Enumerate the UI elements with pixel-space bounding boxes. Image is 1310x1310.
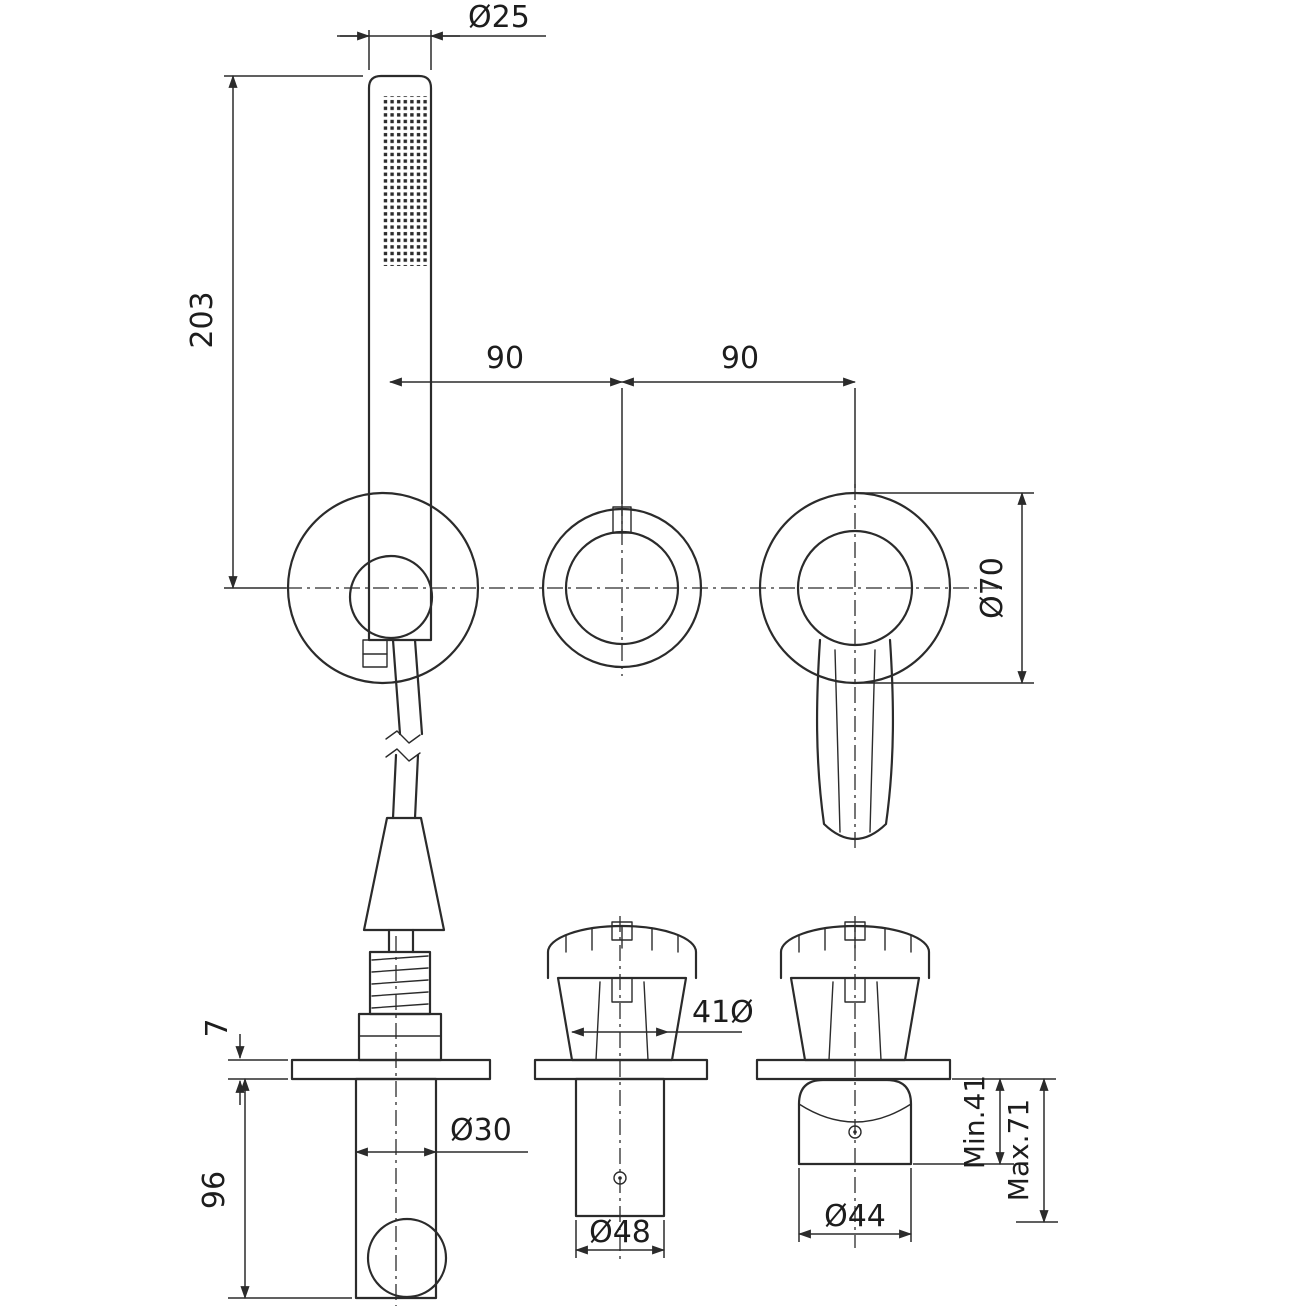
right-cap-notch xyxy=(844,921,866,941)
dim-label-plate-thickness: 7 xyxy=(200,1018,235,1037)
middle-valve-neck-lines xyxy=(595,981,649,1061)
holder-knob xyxy=(348,554,434,640)
right-screw-center xyxy=(853,1130,857,1134)
outlet-neck xyxy=(387,928,415,954)
middle-screw-dot xyxy=(613,1171,627,1185)
outlet-thread-lines xyxy=(371,955,429,1009)
dim-label-valve-body-diameter: Ø48 xyxy=(589,1215,651,1250)
middle-cap-notch xyxy=(611,921,633,941)
dim-label-outlet-diameter: Ø30 xyxy=(450,1113,512,1148)
dim-label-valve-diameter: Ø44 xyxy=(824,1199,886,1234)
lever-handle-outline xyxy=(815,638,895,840)
outlet-collar xyxy=(357,1012,443,1062)
dim-ext-plate-thickness xyxy=(228,1059,288,1080)
spray-face-grid xyxy=(382,96,428,266)
right-screw-dot xyxy=(848,1125,862,1139)
dim-ext-spacing xyxy=(621,388,856,504)
hose-lower xyxy=(391,753,420,820)
dim-ext-handset-height xyxy=(224,75,363,589)
outlet-elbow-side-view xyxy=(290,928,492,1300)
right-valve-neck-lines xyxy=(828,981,882,1061)
dim-label-depth-max: Max.71 xyxy=(1002,1099,1035,1201)
dim-label-outlet-height: 96 xyxy=(197,1171,232,1209)
dim-label-escutcheon-diameter: Ø70 xyxy=(975,557,1010,619)
wand-outline xyxy=(367,74,433,642)
hose-grip-cone xyxy=(362,816,446,932)
hose-break-bottom xyxy=(385,748,421,762)
middle-valve-neck xyxy=(556,976,688,1062)
right-valve-body-arc xyxy=(798,1103,912,1123)
mixer-valve-side-view xyxy=(755,921,952,1166)
dimension-annotations: Ø25 203 90 90 Ø70 7 96 Ø30 41Ø xyxy=(185,0,1058,1300)
middle-wall-plate xyxy=(533,1058,709,1081)
outlet-wall-plate xyxy=(290,1058,492,1081)
escutcheon-right-lever xyxy=(758,491,952,840)
dim-label-spacing-left: 90 xyxy=(486,341,524,376)
lever-handle-facets xyxy=(834,649,876,833)
escutcheon-middle-spout xyxy=(541,506,703,669)
escutcheon-left-holder xyxy=(286,491,480,685)
hose-break-top xyxy=(385,730,421,744)
outlet-hose-ball xyxy=(366,1217,448,1299)
middle-valve-notch xyxy=(611,977,633,1003)
centerlines xyxy=(286,484,1000,1306)
dim-label-spacing-right: 90 xyxy=(721,341,759,376)
dim-label-depth-min: Min.41 xyxy=(958,1075,991,1169)
right-wall-plate xyxy=(755,1058,952,1081)
hand-shower-wand xyxy=(362,74,446,932)
dim-label-cartridge-diameter: 41Ø xyxy=(692,995,754,1030)
middle-valve-body xyxy=(574,1077,666,1218)
dim-label-handset-diameter: Ø25 xyxy=(468,0,530,35)
middle-cap-serrations xyxy=(565,925,679,953)
dim-label-handset-height: 203 xyxy=(185,291,220,348)
right-valve-body xyxy=(797,1078,913,1166)
hose-upper xyxy=(391,638,424,736)
right-cap-serrations xyxy=(798,925,912,953)
right-valve-notch xyxy=(844,977,866,1003)
dim-ext-escutcheon xyxy=(858,492,1034,684)
outlet-body-cylinder xyxy=(354,1077,438,1300)
spout-valve-side-view xyxy=(533,921,709,1218)
right-escutcheon-inner xyxy=(796,529,914,647)
middle-screw-center xyxy=(618,1176,622,1180)
left-escutcheon-outer xyxy=(286,491,480,685)
right-escutcheon-outer xyxy=(758,491,952,685)
